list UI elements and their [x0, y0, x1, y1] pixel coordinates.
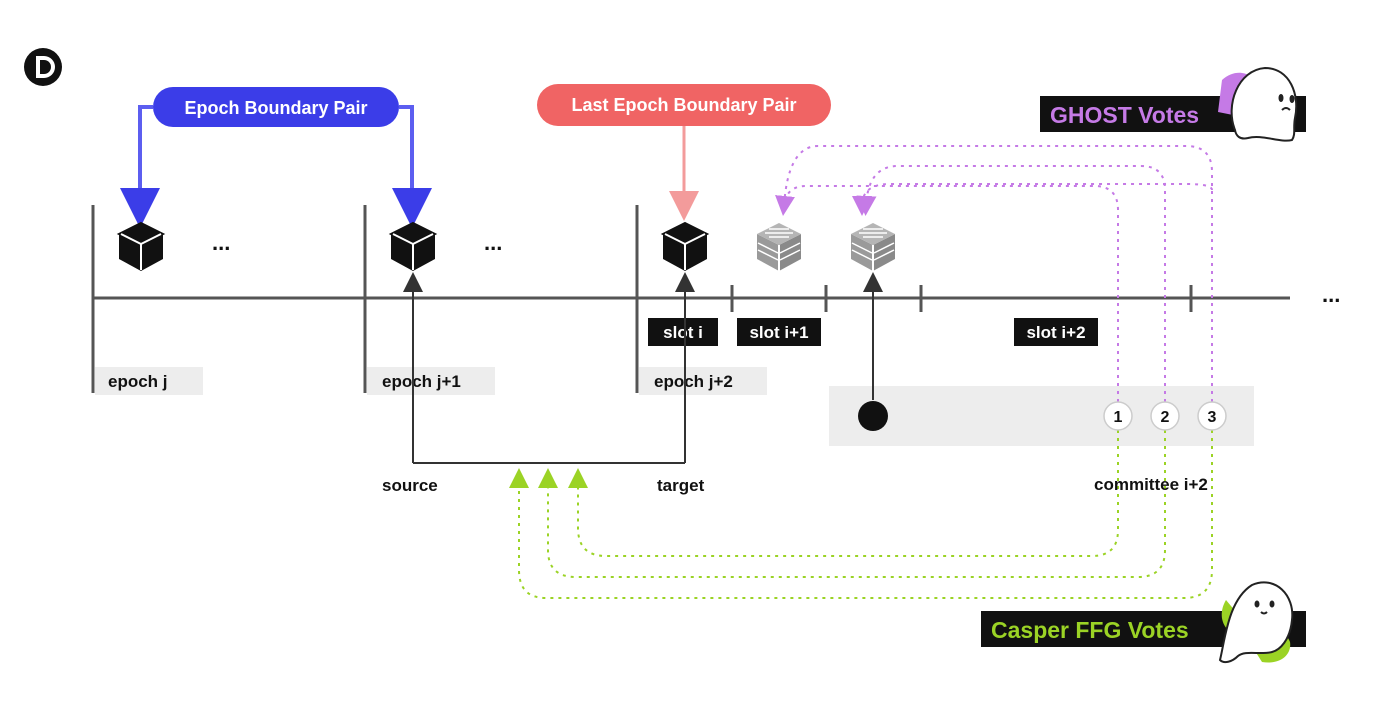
ghost-vote-path-3 — [783, 145, 1213, 402]
svg-text:GHOST Votes: GHOST Votes — [1050, 102, 1199, 128]
svg-text:slot i+1: slot i+1 — [749, 323, 808, 342]
ffg-vote-path-2 — [538, 430, 1166, 578]
svg-text:2: 2 — [1161, 409, 1170, 426]
slot-label: slot i+2 — [1014, 318, 1098, 346]
ghost-vote-path-2 — [856, 165, 1166, 402]
svg-text:3: 3 — [1208, 409, 1217, 426]
epoch-label: epoch j — [95, 367, 203, 395]
block-slot-i2 — [850, 222, 896, 272]
validator-3: 3 — [1197, 401, 1227, 431]
ghost-icon — [1218, 581, 1294, 664]
slot-label: slot i — [648, 318, 718, 346]
ghost-vote-path-1 — [775, 185, 1119, 402]
ghost-icon — [1218, 66, 1298, 142]
block-epoch-j1 — [390, 222, 436, 272]
svg-text:slot i: slot i — [663, 323, 703, 342]
committee-panel — [829, 386, 1254, 446]
slot-label: slot i+1 — [737, 318, 821, 346]
svg-text:slot i+2: slot i+2 — [1026, 323, 1085, 342]
validator-1: 1 — [1103, 401, 1133, 431]
svg-text:Casper FFG Votes: Casper FFG Votes — [991, 617, 1189, 643]
block-slot-i1 — [756, 222, 802, 272]
target-label: target — [657, 476, 705, 495]
validator-2: 2 — [1150, 401, 1180, 431]
source-label: source — [382, 476, 438, 495]
committee-label: committee i+2 — [1094, 475, 1208, 494]
last-epoch-boundary-pair-label: Last Epoch Boundary Pair — [537, 84, 831, 126]
timeline-ellipsis: ... — [1322, 282, 1340, 307]
epoch-label: epoch j+1 — [367, 367, 495, 395]
ffg-vote-path-3 — [509, 430, 1213, 599]
epoch-boundary-pair-label: Epoch Boundary Pair — [153, 87, 399, 127]
svg-text:Epoch Boundary Pair: Epoch Boundary Pair — [184, 98, 367, 118]
block-epoch-j2 — [662, 222, 708, 272]
svg-text:epoch j+1: epoch j+1 — [382, 372, 461, 391]
svg-text:1: 1 — [1114, 409, 1123, 426]
epoch-boundary-arrow-right — [392, 105, 432, 228]
svg-text:epoch j+2: epoch j+2 — [654, 372, 733, 391]
epoch-boundary-arrow-left — [120, 105, 160, 228]
proposer-dot — [858, 401, 888, 431]
epoch-label: epoch j+2 — [639, 367, 767, 395]
svg-text:Last Epoch Boundary Pair: Last Epoch Boundary Pair — [571, 95, 796, 115]
d-logo-icon — [24, 48, 62, 86]
ffg-vote-path-1 — [568, 430, 1119, 557]
block-epoch-j — [118, 222, 164, 272]
ellipsis-epoch-j1: ... — [484, 230, 502, 255]
svg-text:epoch j: epoch j — [108, 372, 168, 391]
ghost-vote-path-3b — [852, 183, 1213, 216]
ellipsis-epoch-j: ... — [212, 230, 230, 255]
